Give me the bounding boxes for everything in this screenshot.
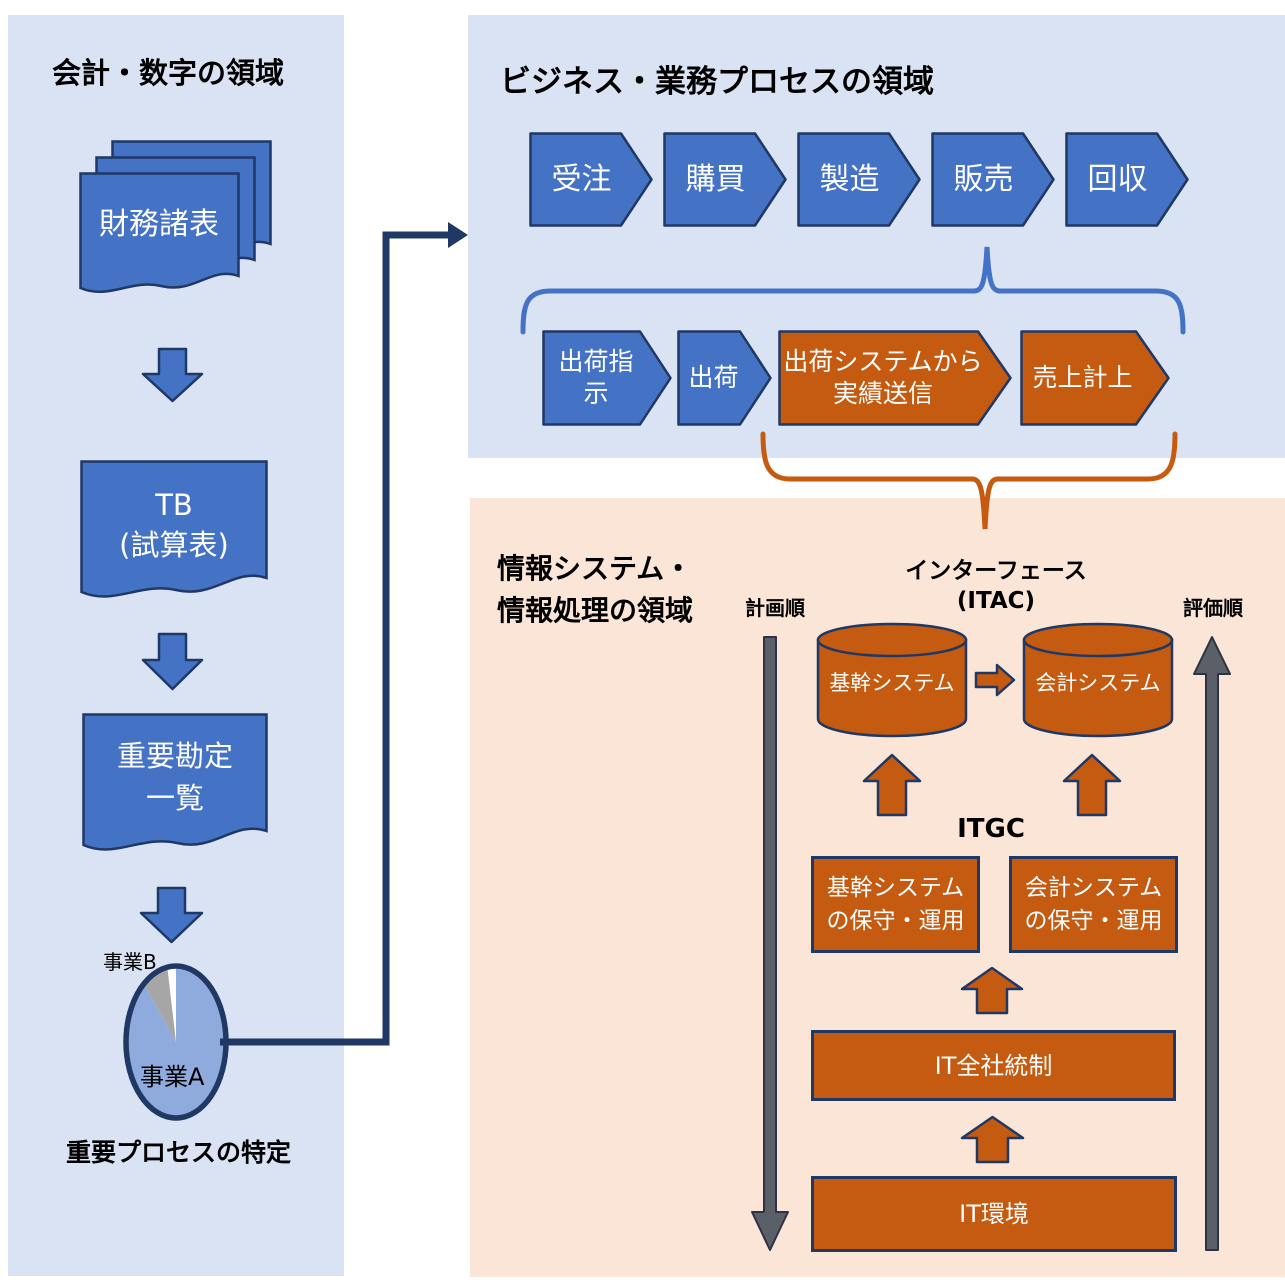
shipping-chevron-instruction-label: 出荷指 示 <box>542 330 650 426</box>
company-wide-control-box <box>811 1030 1176 1101</box>
acct-maintenance-label: 会計システム の保守・運用 <box>1009 856 1178 953</box>
core-system-label: 基幹システム <box>829 670 955 695</box>
process-chevron-manufacturing-label: 製造 <box>819 161 880 197</box>
it-domain-title-line1: 情報システム・ <box>497 552 693 585</box>
acct-maintenance-line2: の保守・運用 <box>1024 907 1163 934</box>
accounting-system-label: 会計システム <box>1035 670 1161 695</box>
business-domain-title: ビジネス・業務プロセスの領域 <box>500 64 934 100</box>
pie-label-business-a: 事業A <box>140 1063 205 1091</box>
process-chevron-purchasing <box>663 132 787 227</box>
core-maintenance-label: 基幹システム の保守・運用 <box>811 856 980 953</box>
trial-balance-line2: (試算表) <box>119 528 229 562</box>
itgc-up-arrow-icon <box>960 1115 1025 1164</box>
it-domain-title-line2: 情報処理の領域 <box>497 594 694 627</box>
key-accounts-label: 重要勘定 一覧 <box>87 722 263 832</box>
interface-label: インターフェース <box>905 558 1087 584</box>
plan-order-label: 計画順 <box>745 596 805 620</box>
it-environment-label: IT環境 <box>959 1200 1029 1228</box>
business-share-pie <box>123 963 229 1121</box>
acct-maintenance-line1: 会計システム <box>1024 874 1163 901</box>
process-chevron-order-label: 受注 <box>551 161 612 197</box>
core-maintenance-box <box>811 856 980 953</box>
interface-itac-label: (ITAC) <box>956 588 1036 614</box>
data-flow-right-arrow-icon <box>974 663 1016 697</box>
shipping-instruction-line2: 示 <box>583 379 609 408</box>
process-chevron-sales-label: 販売 <box>953 161 1014 197</box>
send-results-line2: 実績送信 <box>832 379 933 408</box>
itgc-label: ITGC <box>957 814 1025 844</box>
accounting-system-cylinder <box>1022 622 1174 738</box>
eval-order-label: 評価順 <box>1183 596 1243 620</box>
shipping-chevron-ship-label: 出荷 <box>688 363 739 393</box>
send-results-line1: 出荷システムから <box>783 347 983 376</box>
trial-balance-line1: TB <box>155 488 193 522</box>
pie-label-business-b: 事業B <box>103 950 157 974</box>
accounting-domain-title: 会計・数字の領域 <box>52 56 285 90</box>
acct-maintenance-box <box>1009 856 1178 953</box>
itgc-up-arrow-icon <box>862 753 922 817</box>
process-chevron-collection-label: 回収 <box>1087 161 1148 197</box>
financial-statements-label: 財務諸表 <box>99 207 219 243</box>
process-chevron-sales <box>931 132 1055 227</box>
shipping-instruction-line1: 出荷指 <box>558 347 634 376</box>
core-maintenance-line1: 基幹システム <box>826 874 965 901</box>
down-arrow-icon <box>139 886 204 944</box>
it-domain-title: 情報システム・ 情報処理の領域 <box>497 548 693 632</box>
core-maintenance-line2: の保守・運用 <box>826 907 965 934</box>
itgc-up-arrow-icon <box>1062 753 1122 817</box>
key-process-caption: 重要プロセスの特定 <box>66 1138 292 1167</box>
it-environment-box <box>811 1176 1177 1252</box>
process-chevron-purchasing-label: 購買 <box>685 161 746 197</box>
shipping-chevron-send-results-label: 出荷システムから 実績送信 <box>778 330 988 426</box>
core-system-cylinder <box>816 622 968 738</box>
process-chevron-manufacturing <box>797 132 921 227</box>
company-wide-control-label: IT全社統制 <box>934 1051 1053 1080</box>
down-arrow-icon <box>141 632 204 691</box>
itgc-up-arrow-icon <box>960 966 1024 1015</box>
shipping-chevron-revenue-label: 売上計上 <box>1032 363 1133 393</box>
process-chevron-collection <box>1065 132 1189 227</box>
connector-arrowhead-icon <box>448 222 468 248</box>
process-chevron-order <box>529 132 653 227</box>
key-accounts-line2: 一覧 <box>145 781 204 815</box>
down-arrow-icon <box>141 347 204 403</box>
trial-balance-label: TB (試算表) <box>85 470 263 580</box>
key-accounts-line1: 重要勘定 <box>116 739 233 773</box>
